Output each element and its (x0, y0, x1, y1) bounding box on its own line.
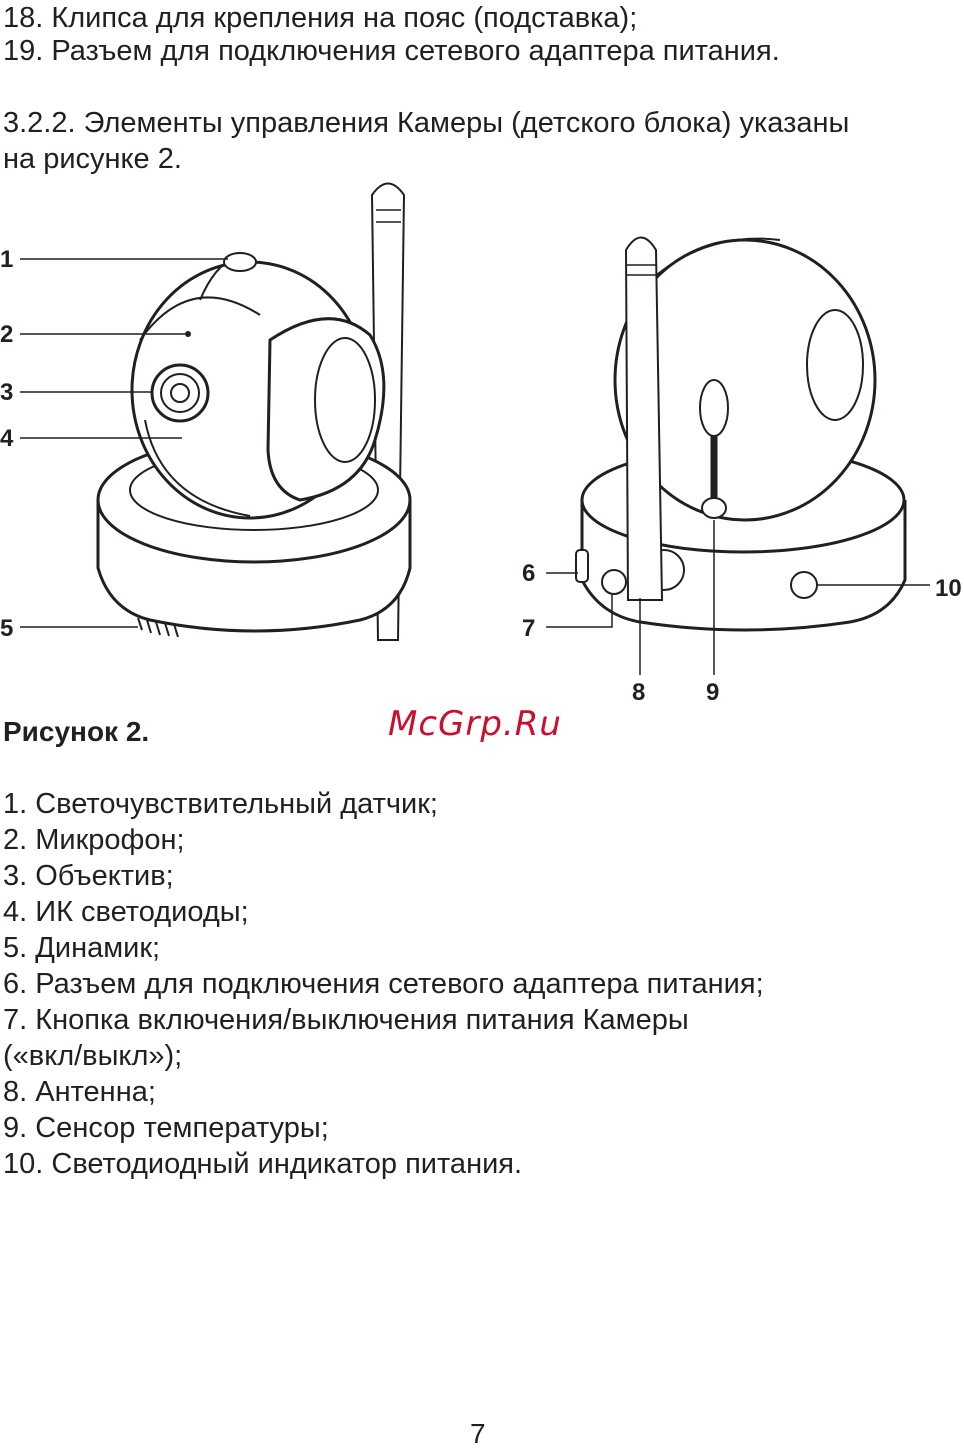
page-number: 7 (470, 1418, 486, 1449)
legend-item: 3. Объектив; (3, 860, 174, 892)
callout-6: 6 (522, 560, 535, 587)
callout-10: 10 (935, 575, 962, 602)
intro-line-1: 18. Клипса для крепления на пояс (подста… (3, 2, 638, 34)
intro-line-4: на рисунке 2. (3, 143, 182, 175)
legend-item: 2. Микрофон; (3, 824, 185, 856)
legend-item: 7. Кнопка включения/выключения питания К… (3, 1004, 689, 1036)
legend-item: 6. Разъем для подключения сетевого адапт… (3, 968, 764, 1000)
camera-back-illustration (575, 236, 907, 632)
legend-item: 8. Антенна; (3, 1076, 156, 1108)
legend-item: 9. Сенсор температуры; (3, 1112, 329, 1144)
callout-2: 2 (0, 321, 13, 348)
legend-item: 5. Динамик; (3, 932, 161, 964)
callout-4: 4 (0, 425, 14, 452)
callout-3: 3 (0, 379, 13, 406)
callout-5: 5 (0, 615, 13, 642)
legend-item: 1. Светочувствительный датчик; (3, 788, 438, 820)
figure-caption: Рисунок 2. (3, 716, 150, 747)
callout-8: 8 (632, 679, 645, 706)
camera-front-illustration (96, 182, 412, 641)
camera-figure: 1 2 3 4 5 6 7 8 9 10 (0, 182, 962, 706)
callout-lines (20, 258, 930, 675)
intro-line-2: 19. Разъем для подключения сетевого адап… (3, 35, 780, 67)
watermark: McGrp.Ru (388, 704, 562, 744)
legend-item: («вкл/выкл»); (3, 1040, 183, 1072)
legend-item: 10. Светодиодный индикатор питания. (3, 1148, 523, 1180)
callout-7: 7 (522, 615, 535, 642)
intro-line-3: 3.2.2. Элементы управления Камеры (детск… (3, 107, 850, 139)
callout-9: 9 (706, 679, 719, 706)
legend-item: 4. ИК светодиоды; (3, 896, 249, 928)
callout-1: 1 (0, 246, 13, 273)
